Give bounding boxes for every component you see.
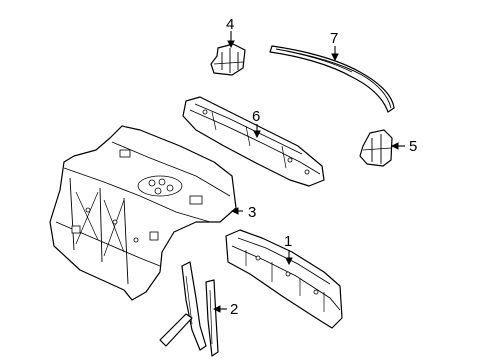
- part-5-bracket: [359, 129, 393, 167]
- part-4-bracket: [210, 43, 246, 76]
- part-7-roof-rail: [269, 45, 395, 113]
- callout-6: 6: [252, 108, 260, 125]
- part-3-rear-panel: [49, 125, 237, 301]
- callout-numbers: 1 2 3 4 5 6 7: [226, 16, 417, 318]
- part-2-pillar-brace: [159, 261, 219, 357]
- callout-4: 4: [226, 16, 234, 33]
- part-1-side-rail: [225, 229, 343, 329]
- leader-lines: [212, 31, 405, 313]
- callout-7: 7: [330, 30, 338, 47]
- part-6-dash-crossmember: [182, 96, 325, 187]
- callout-2: 2: [230, 301, 238, 318]
- callout-1: 1: [284, 233, 292, 250]
- callout-5: 5: [409, 138, 417, 155]
- callout-3: 3: [248, 204, 256, 221]
